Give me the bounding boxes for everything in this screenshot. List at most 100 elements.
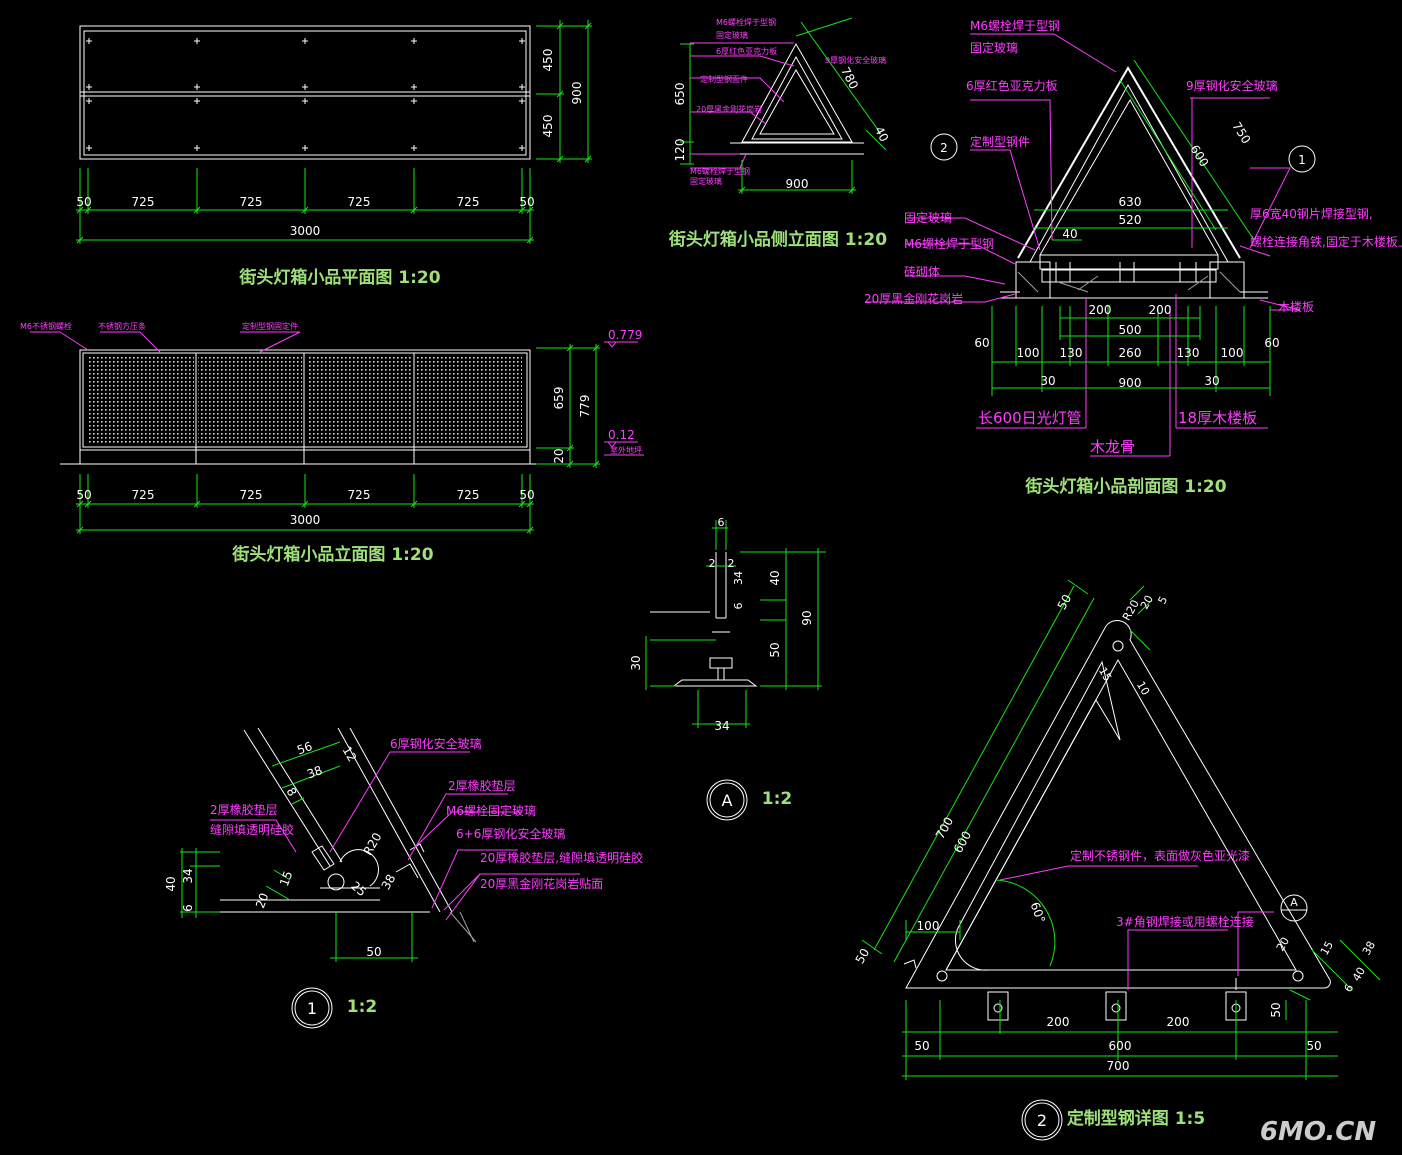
detail-a-dim-6: 6: [718, 516, 725, 529]
detail-1-marker: [291, 987, 333, 1029]
detail-2-note-1: 定制不锈钢件，表面做灰色亚光漆: [1070, 848, 1250, 863]
detail-a-marker: [706, 779, 748, 821]
elevation-title: 街头灯箱小品立面图 1:20: [231, 544, 433, 565]
detail-a-dim-34: 34: [732, 571, 745, 585]
perforated-panel-4: [416, 357, 522, 445]
detail-1-dim-38b: 38: [379, 872, 399, 892]
section-dim-200a: 200: [1089, 303, 1112, 317]
elev-level-top: 0.779: [608, 328, 642, 342]
section-note-10: 厚6宽40钢片焊接型钢,: [1250, 206, 1373, 221]
perforated-panel-3: [308, 357, 412, 445]
detail-1-note-6: 20厚黑金刚花岗岩贴面: [480, 876, 603, 891]
detail-2-dim-600b: 600: [1109, 1039, 1132, 1053]
section-dim-200b: 200: [1149, 303, 1172, 317]
detail-1-dim-20: 20: [253, 891, 271, 910]
detail-a-dim-30: 30: [629, 655, 643, 670]
detail-a-dim-2a: 2: [709, 557, 716, 570]
detail-a-dim-90: 90: [800, 610, 814, 625]
detail-a-dim-6b: 6: [732, 603, 745, 610]
side-note-6: 20厚黑金刚花岗岩: [696, 104, 762, 114]
detail-2-dim-20a: 20: [1138, 593, 1156, 612]
section-dim-100b: 100: [1221, 346, 1244, 360]
detail-2-dim-10: 10: [1134, 679, 1152, 698]
watermark: 6MO.CN: [1260, 1117, 1376, 1147]
section-dim-520: 520: [1119, 213, 1142, 227]
plan-dim-r1: 450: [541, 49, 555, 72]
elev-dim-1: 50: [76, 488, 91, 502]
perforated-panel-1: [88, 357, 194, 445]
detail-2-marker-a-label: A: [1290, 896, 1298, 909]
section-dim-100a: 100: [1017, 346, 1040, 360]
elev-dim-3: 725: [240, 488, 263, 502]
elev-note-1: M6不锈钢螺栓: [20, 321, 72, 331]
section-dim-30b: 30: [1204, 374, 1219, 388]
section-note-11: 螺栓连接角铁,固定于木楼板上: [1250, 234, 1402, 249]
detail-2-dim-38: 38: [1360, 939, 1378, 958]
perforated-panel-2: [198, 357, 302, 445]
detail-2-dim-200b: 200: [1167, 1015, 1190, 1029]
detail-2-dim-50d: 50: [1306, 1039, 1321, 1053]
detail-2-dim-200a: 200: [1047, 1015, 1070, 1029]
section-dim-60b: 60: [1264, 336, 1279, 350]
elev-note-2: 不锈钢方压条: [98, 321, 146, 331]
section-note-large-1: 长600日光灯管: [978, 409, 1082, 427]
side-title: 街头灯箱小品侧立面图 1:20: [668, 229, 887, 250]
detail-1-dim-34: 34: [181, 868, 195, 883]
detail-2-dim-50c: 50: [914, 1039, 929, 1053]
elev-dim-total: 3000: [290, 513, 321, 527]
detail-1-dim-38: 38: [305, 763, 324, 781]
section-dim-30a: 30: [1040, 374, 1055, 388]
elev-dim-r3: 20: [552, 448, 566, 463]
detail-2-view: 定制不锈钢件，表面做灰色亚光漆 3#角钢焊接或用螺栓连接 A 700 600 5…: [853, 579, 1381, 1141]
section-note-large-2: 18厚木楼板: [1178, 409, 1257, 427]
section-dim-40: 40: [1062, 227, 1077, 241]
plan-dim-2: 725: [132, 195, 155, 209]
detail-1-dim-6: 6: [181, 904, 195, 912]
plan-dim-6: 50: [519, 195, 534, 209]
side-note-7: M6螺栓焊于型钢: [690, 166, 750, 176]
detail-1-marker-label: 1: [307, 999, 317, 1018]
detail-2-marker-label: 2: [1037, 1111, 1047, 1130]
detail-2-dim-5: 5: [1156, 594, 1171, 606]
detail-2-marker-a: [1280, 894, 1308, 922]
detail-2-dim-50a: 50: [1055, 592, 1075, 612]
side-note-1: M6螺栓焊于型钢: [716, 17, 776, 27]
side-dim-900: 900: [786, 177, 809, 191]
detail-a-dim-40: 40: [768, 570, 782, 585]
side-dim-650: 650: [673, 83, 687, 106]
elev-dim-r2: 779: [578, 395, 592, 418]
detail-a-view: 6 2 2 34 6 40 50 90 30 34 A 1:2: [629, 516, 826, 821]
section-note-12: 木楼板: [1278, 299, 1314, 314]
detail-1-dim-r20: R20: [361, 830, 385, 857]
detail-2-dim-15b: 15: [1318, 939, 1336, 958]
detail-2-marker: [1021, 1099, 1063, 1141]
plan-dim-r-total: 900: [570, 82, 584, 105]
section-marker-1-label: 1: [1298, 153, 1306, 167]
section-dim-750: 750: [1229, 119, 1253, 146]
detail-1-note-4: 6+6厚钢化安全玻璃: [456, 826, 565, 841]
detail-1-dim-15: 15: [277, 869, 295, 888]
section-note-4: 9厚钢化安全玻璃: [1186, 78, 1278, 93]
detail-1-note-2: 2厚橡胶垫层: [448, 778, 516, 793]
detail-2-note-2: 3#角钢焊接或用螺栓连接: [1116, 914, 1254, 929]
section-marker-2-label: 2: [940, 141, 948, 155]
plan-dim-r2: 450: [541, 115, 555, 138]
detail-1-dim-25: 25: [348, 879, 369, 900]
side-note-8: 固定玻璃: [690, 176, 722, 186]
side-note-2: 固定玻璃: [716, 30, 748, 40]
side-note-3: 6厚红色亚克力板: [716, 46, 777, 56]
side-dim-40: 40: [872, 124, 892, 144]
detail-2-dim-r20: R20: [1120, 598, 1142, 623]
detail-2-dim-600: 600: [951, 829, 974, 856]
detail-1-dim-12: 12: [340, 744, 360, 764]
elev-dim-5: 725: [457, 488, 480, 502]
section-view: M6螺栓焊于型钢 固定玻璃 6厚红色亚克力板 9厚钢化安全玻璃 定制型钢件 固定…: [864, 18, 1402, 497]
section-dim-500: 500: [1119, 323, 1142, 337]
detail-a-dim-2b: 2: [728, 557, 735, 570]
elev-level-ground: 室外地坪: [610, 445, 642, 455]
detail-1-view: 6厚钢化安全玻璃 2厚橡胶垫层 M6螺栓固定玻璃 6+6厚钢化安全玻璃 20厚橡…: [164, 727, 643, 1029]
side-note-5: 定制型钢面件: [700, 74, 748, 84]
elev-dim-6: 50: [519, 488, 534, 502]
section-note-5: 定制型钢件: [970, 134, 1030, 149]
